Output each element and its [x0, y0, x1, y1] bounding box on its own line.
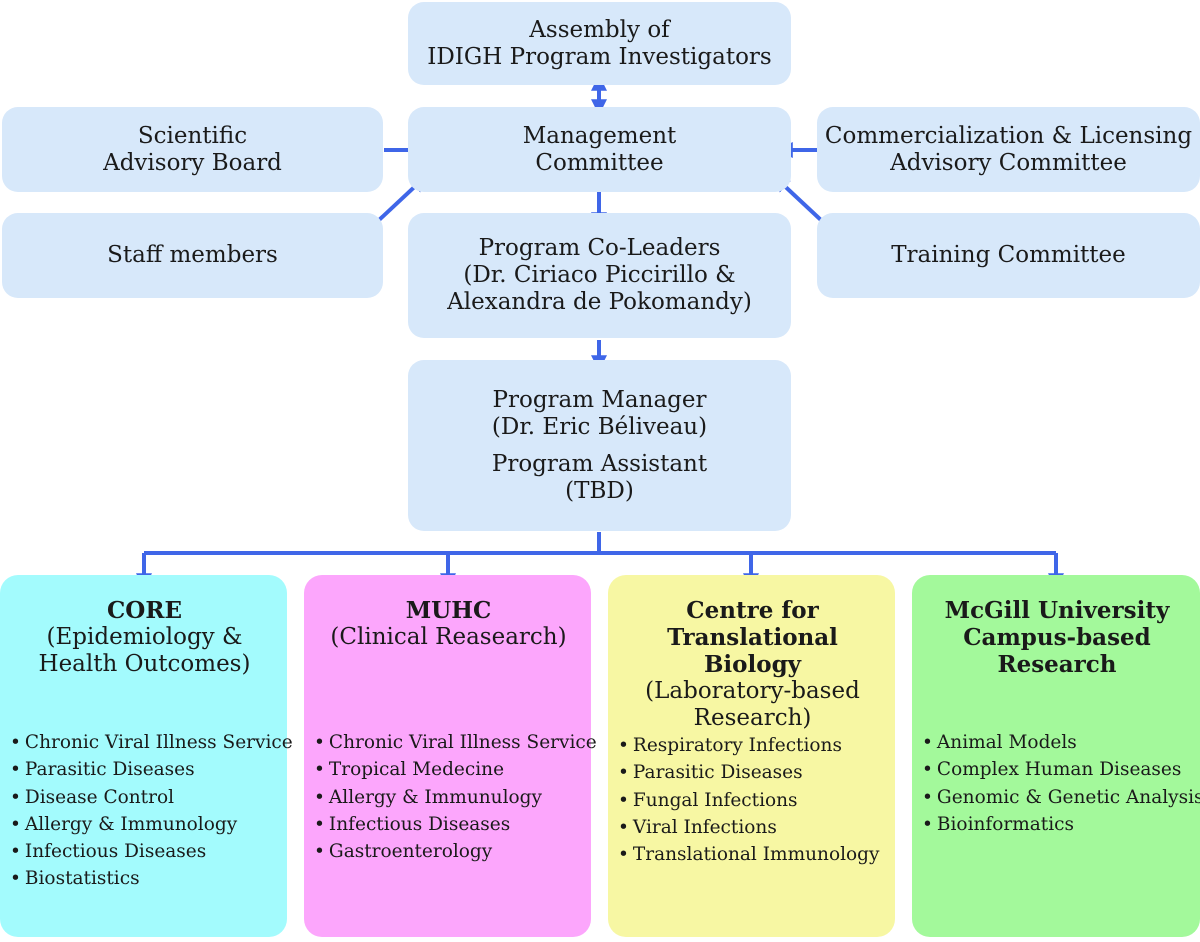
- list-item: Tropical Medecine: [314, 756, 583, 783]
- ctb-subtitle-line-2: Research): [693, 705, 812, 731]
- muhc-title: MUHC: [405, 597, 492, 624]
- core-item-list: Chronic Viral Illness Service Parasitic …: [10, 729, 293, 893]
- list-item: Viral Infections: [618, 814, 887, 841]
- core-unit-box: CORE (Epidemiology & Health Outcomes) Ch…: [0, 575, 293, 937]
- muhc-unit-box: MUHC (Clinical Reasearch) Chronic Viral …: [304, 575, 597, 937]
- list-item: Allergy & Immunulogy: [314, 784, 583, 811]
- co-leaders-line-2: (Dr. Ciriaco Piccirillo &: [463, 262, 736, 288]
- ctb-subtitle-line-1: (Laboratory-based: [645, 678, 860, 704]
- list-item: Gastroenterology: [314, 838, 583, 865]
- mcgill-item-list: Animal Models Complex Human Diseases Gen…: [922, 729, 1200, 838]
- mcgill-title-line-3: Research: [997, 651, 1117, 678]
- co-leaders-line-1: Program Co-Leaders: [478, 235, 721, 261]
- core-subtitle-line-2: Health Outcomes): [38, 651, 251, 677]
- ctb-unit-box: Centre for Translational Biology (Labora…: [608, 575, 895, 937]
- list-item: Chronic Viral Illness Service: [314, 729, 597, 756]
- core-title: CORE: [107, 597, 182, 624]
- list-item: Biostatistics: [10, 865, 279, 892]
- muhc-unit-heading: MUHC (Clinical Reasearch): [314, 597, 583, 729]
- list-item: Infectious Diseases: [10, 838, 279, 865]
- list-item: Parasitic Diseases: [10, 756, 279, 783]
- assembly-box: Assembly of IDIGH Program Investigators: [408, 2, 791, 85]
- scientific-advisory-board-box: Scientific Advisory Board: [2, 107, 383, 192]
- mcgill-unit-heading: McGill University Campus-based Research: [922, 597, 1192, 729]
- list-item: Allergy & Immunology: [10, 811, 279, 838]
- commercialization-committee-box: Commercialization & Licensing Advisory C…: [817, 107, 1200, 192]
- ctb-title-line-1: Centre for: [686, 597, 819, 624]
- ctb-item-list: Respiratory Infections Parasitic Disease…: [618, 732, 887, 868]
- management-line-2: Committee: [535, 149, 664, 176]
- training-label: Training Committee: [891, 242, 1126, 268]
- scientific-board-line-1: Scientific: [137, 122, 248, 149]
- list-item: Fungal Infections: [618, 787, 887, 814]
- assistant-line-2: (TBD): [565, 477, 634, 504]
- manager-line-1: Program Manager: [492, 386, 707, 413]
- assembly-line-2: IDIGH Program Investigators: [427, 43, 772, 70]
- assembly-line-1: Assembly of: [529, 16, 670, 43]
- list-item: Parasitic Diseases: [618, 759, 887, 786]
- list-item: Infectious Diseases: [314, 811, 583, 838]
- core-subtitle-line-1: (Epidemiology &: [46, 624, 243, 650]
- list-item: Disease Control: [10, 784, 279, 811]
- manager-line-2: (Dr. Eric Béliveau): [491, 413, 708, 440]
- program-manager-box: Program Manager (Dr. Eric Béliveau) Prog…: [408, 360, 791, 531]
- list-item: Animal Models: [922, 729, 1192, 756]
- mcgill-title-line-1: McGill University: [944, 597, 1170, 624]
- commercialization-line-1: Commercialization & Licensing: [824, 122, 1193, 149]
- list-item: Genomic & Genetic Analysis: [922, 784, 1200, 811]
- mcgill-title-line-2: Campus-based: [963, 624, 1151, 651]
- scientific-board-line-2: Advisory Board: [103, 149, 282, 176]
- core-unit-heading: CORE (Epidemiology & Health Outcomes): [10, 597, 279, 729]
- staff-members-box: Staff members: [2, 213, 383, 298]
- list-item: Complex Human Diseases: [922, 756, 1192, 783]
- management-committee-box: Management Committee: [408, 107, 791, 192]
- staff-label: Staff members: [107, 242, 278, 268]
- muhc-item-list: Chronic Viral Illness Service Tropical M…: [314, 729, 597, 865]
- assistant-line-1: Program Assistant: [491, 450, 708, 477]
- management-line-1: Management: [522, 122, 677, 149]
- co-leaders-line-3: Alexandra de Pokomandy): [447, 289, 752, 315]
- commercialization-line-2: Advisory Committee: [890, 149, 1127, 176]
- ctb-title-line-2: Translational Biology: [667, 624, 838, 678]
- list-item: Chronic Viral Illness Service: [10, 729, 293, 756]
- program-co-leaders-box: Program Co-Leaders (Dr. Ciriaco Picciril…: [408, 213, 791, 338]
- list-item: Translational Immunology: [618, 841, 887, 868]
- list-item: Respiratory Infections: [618, 732, 887, 759]
- muhc-subtitle: (Clinical Reasearch): [330, 624, 567, 650]
- list-item: Bioinformatics: [922, 811, 1192, 838]
- training-committee-box: Training Committee: [817, 213, 1200, 298]
- ctb-unit-heading: Centre for Translational Biology (Labora…: [618, 597, 887, 732]
- mcgill-unit-box: McGill University Campus-based Research …: [912, 575, 1200, 937]
